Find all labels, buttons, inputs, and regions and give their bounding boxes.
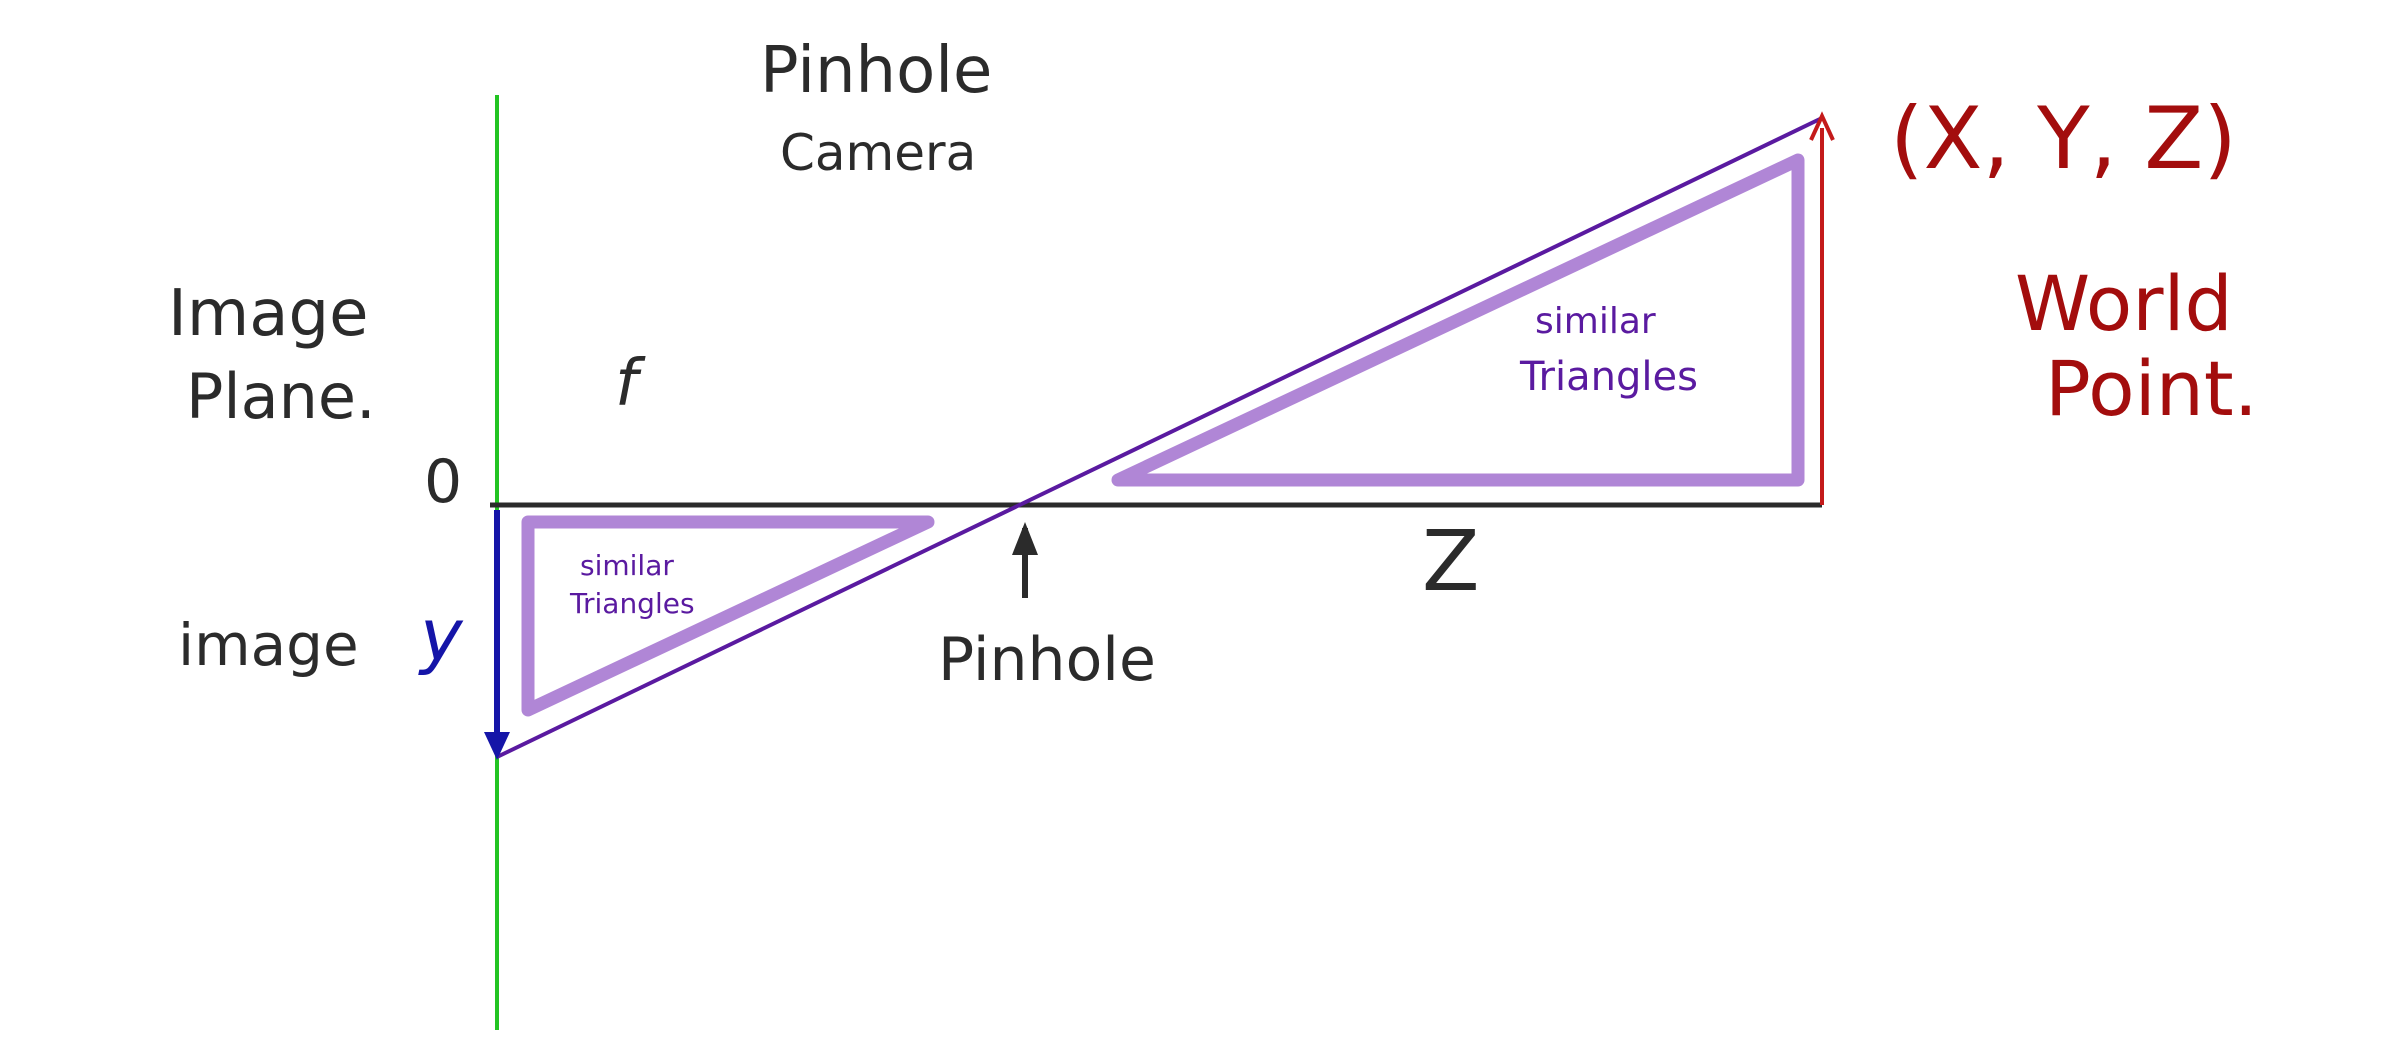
small-triangle-label-line1: similar — [580, 549, 674, 582]
image-height-arrow — [484, 510, 510, 760]
image-plane-label-line2: Plane. — [186, 360, 376, 433]
light-ray — [496, 116, 1823, 759]
world-point-label-line1: World — [2015, 259, 2233, 348]
large-triangle-label-line2: Triangles — [1519, 354, 1698, 400]
depth-label: Z — [1422, 512, 1480, 610]
pinhole-pointer-arrow — [1012, 522, 1038, 598]
world-point-coords: (X, Y, Z) — [1890, 89, 2237, 189]
world-point-arrow — [1809, 111, 1835, 505]
image-plane-label-line1: Image — [168, 277, 368, 351]
pinhole-label: Pinhole — [938, 625, 1156, 695]
large-triangle-label-line1: similar — [1535, 301, 1656, 342]
world-point-label-line2: Point. — [2045, 344, 2258, 433]
large-similar-triangle — [1111, 153, 1805, 487]
focal-length-label: f — [615, 347, 646, 421]
image-height-label: y — [418, 593, 464, 677]
origin-label: 0 — [424, 447, 462, 517]
image-label: image — [178, 611, 359, 679]
small-similar-triangle — [521, 515, 935, 717]
title-line2: Camera — [780, 124, 976, 182]
title-line1: Pinhole — [760, 34, 992, 108]
small-triangle-label-line2: Triangles — [569, 587, 695, 620]
